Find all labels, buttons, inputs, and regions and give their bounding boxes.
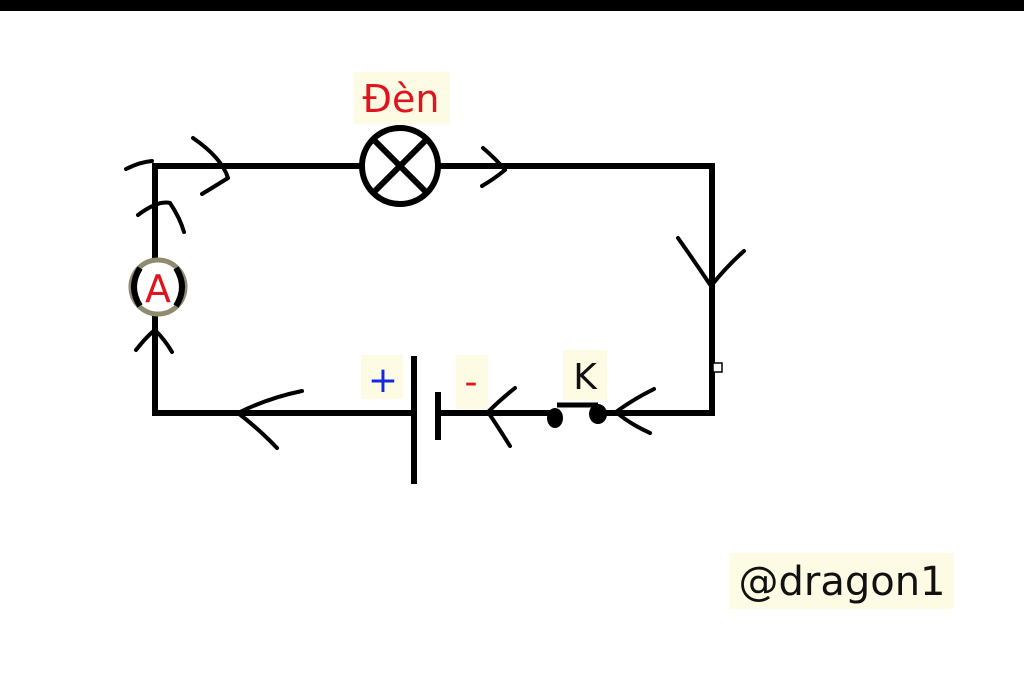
switch-contact-left (547, 408, 563, 428)
wire-left-top (152, 163, 363, 267)
switch-contact-right (589, 404, 607, 424)
ammeter-left-arc (131, 266, 143, 308)
switch-label: K (573, 357, 598, 398)
watermark-bg (730, 553, 954, 609)
battery-plus-label: + (368, 360, 398, 401)
ammeter-symbol (128, 257, 188, 317)
battery-symbol (411, 356, 441, 484)
ammeter-right-arc (173, 266, 185, 308)
ammeter-label: A (145, 267, 171, 311)
arrow-left-upper (136, 200, 186, 234)
switch-symbol (547, 402, 607, 428)
arrow-bottom-middle (486, 386, 517, 448)
arrow-bottom-left (236, 389, 304, 450)
battery-minus-label: - (465, 362, 478, 403)
wire-top-right (437, 163, 715, 416)
watermark-text: @dragon1 (738, 559, 945, 605)
lamp-label-bg (354, 72, 450, 124)
small-square-marker (712, 362, 723, 373)
lamp-symbol (359, 125, 441, 207)
lamp-cross-b (370, 136, 430, 196)
arrow-top-left (191, 136, 230, 196)
top-border-bar (0, 0, 1024, 11)
switch-label-bg (563, 350, 607, 400)
minus-label-bg (456, 355, 488, 409)
plus-label-bg (361, 355, 403, 399)
arrow-top-right (480, 146, 507, 188)
lamp-label: Đèn (363, 77, 440, 121)
arrow-bottom-right (614, 387, 656, 435)
arrow-left-lower (134, 328, 174, 354)
wire-battery-to-ammeter (152, 309, 417, 416)
arrow-top-left-tick (124, 159, 154, 171)
arrow-right-down (676, 236, 746, 288)
